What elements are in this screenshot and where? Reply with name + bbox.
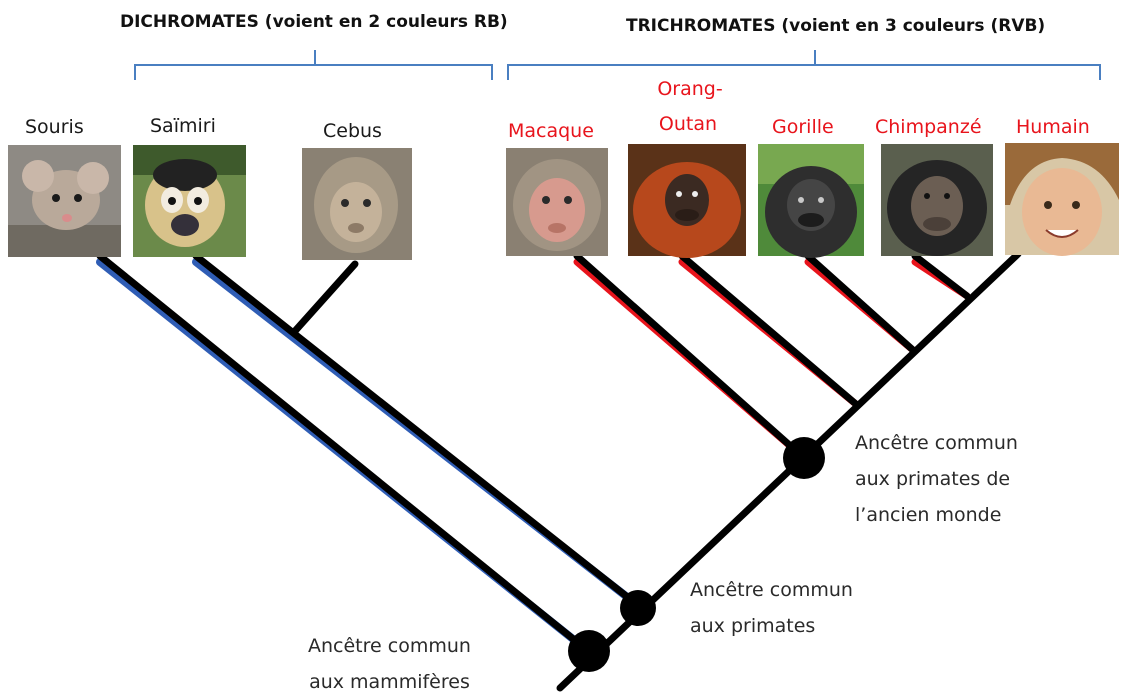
label-cebus: Cebus [323, 120, 382, 142]
label-humain: Humain [1016, 116, 1090, 138]
branch-macaque [573, 252, 808, 462]
photo-souris [8, 145, 121, 257]
dichromates-bracket [134, 50, 493, 80]
label-saimiri: Saïmiri [150, 115, 216, 137]
photo-macaque [506, 148, 608, 256]
label-gorille: Gorille [772, 116, 834, 138]
node-label-primates-line1: Ancêtre commun [690, 579, 853, 601]
trichromates-bracket [507, 50, 1101, 80]
photo-cebus [302, 148, 412, 260]
trichromates-title: TRICHROMATES (voient en 3 couleurs (RVB) [626, 16, 1046, 36]
node-label-old-world: Ancêtre commun aux primates de l’ancien … [855, 425, 1018, 533]
label-macaque: Macaque [508, 120, 594, 142]
node-label-old-world-line1: Ancêtre commun [855, 432, 1018, 454]
label-orang-outan-line2: Outan [658, 113, 718, 135]
branch-gorille [804, 252, 918, 355]
label-orang-outan-line1: Orang- [657, 78, 723, 100]
branch-cebus [291, 260, 359, 335]
photo-gorille [758, 144, 864, 258]
node-label-primates-line2: aux primates [690, 615, 816, 637]
node-label-primates: Ancêtre commun aux primates [690, 572, 853, 644]
label-chimpanze: Chimpanzé [875, 116, 982, 138]
photo-humain [1005, 143, 1119, 256]
node-label-old-world-line3: l’ancien monde [855, 504, 1002, 526]
branch-chimpanze [911, 252, 971, 300]
node-primates [620, 590, 656, 626]
node-label-mammals-line2: aux mammifères [309, 671, 470, 693]
branch-orang-outan [678, 252, 861, 409]
photo-orang-outan [628, 144, 746, 258]
node-label-mammals-line1: Ancêtre commun [308, 635, 471, 657]
photo-saimiri [133, 145, 246, 257]
node-old-world-primates [783, 437, 825, 479]
branch-saimiri [192, 252, 644, 611]
branch-souris [96, 252, 592, 655]
label-souris: Souris [25, 116, 84, 138]
node-label-old-world-line2: aux primates de [855, 468, 1011, 490]
dichromates-title: DICHROMATES (voient en 2 couleurs RB) [120, 12, 508, 32]
node-label-mammals: Ancêtre commun aux mammifères [308, 628, 471, 695]
photo-chimpanze [881, 144, 993, 256]
node-mammals [568, 630, 610, 672]
